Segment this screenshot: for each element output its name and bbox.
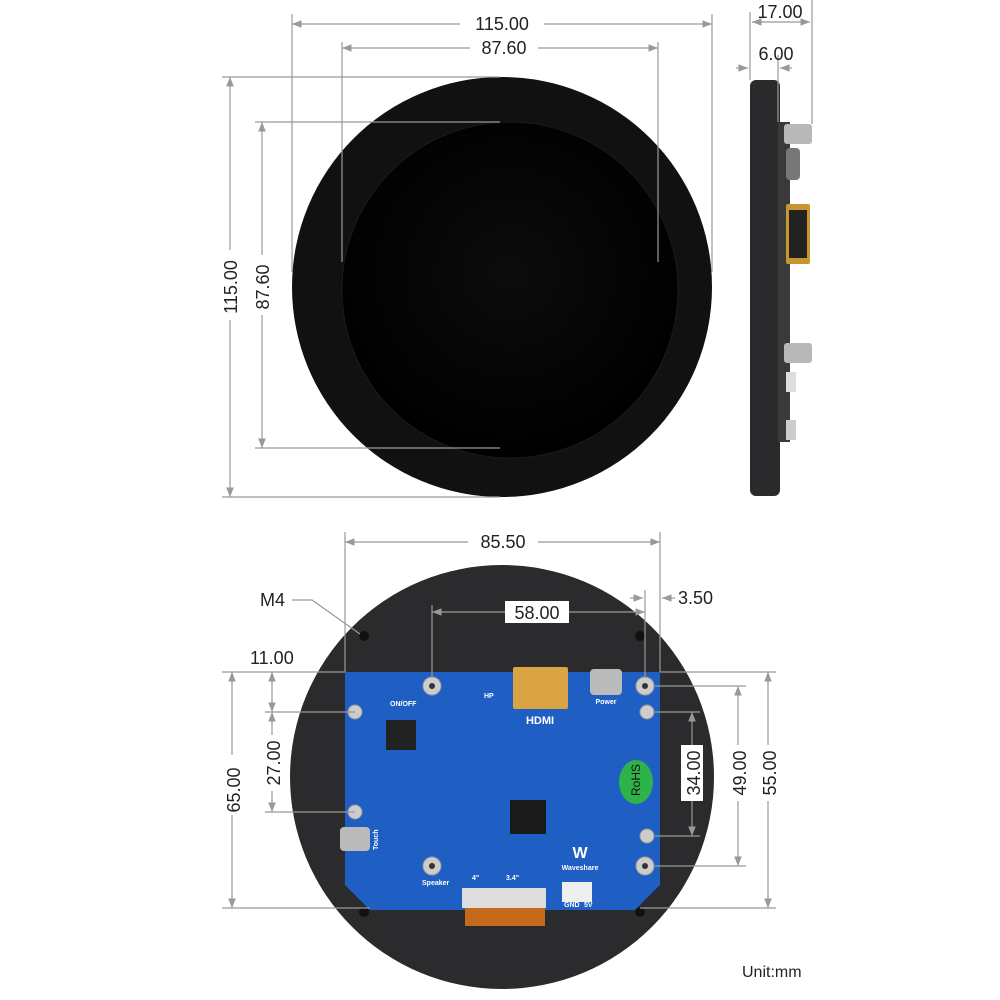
front-height-outer: 115.00 (221, 260, 241, 314)
board-height-dim: 65.00 (224, 767, 244, 812)
rohs-label: RoHS (629, 764, 643, 796)
front-width-active: 87.60 (481, 38, 526, 58)
hp-label: HP (484, 693, 494, 700)
size-4-label: 4" (472, 875, 479, 882)
hdmi-label: HDMI (526, 715, 554, 727)
m4-label: M4 (260, 590, 285, 610)
front-width-outer: 115.00 (475, 14, 529, 34)
5v-label: 5V (584, 902, 593, 909)
side-standoff (784, 343, 812, 363)
hole-spacing-right-inner-dim: 34.00 (684, 750, 704, 795)
side-usb-c (786, 148, 800, 180)
offset-top-dim: 11.00 (250, 648, 294, 668)
brand-label: Waveshare (562, 865, 599, 872)
onoff-label: ON/OFF (390, 701, 417, 708)
back-view: RoHS ON/OFF HP HDMI Power Touch Speaker … (221, 530, 780, 989)
touch-usb-c (340, 827, 370, 851)
side-view: 17.00 6.00 (736, 0, 813, 496)
side-standoff (784, 124, 812, 144)
pcb-board (345, 672, 660, 910)
hole-offset-dim: 3.50 (678, 588, 713, 608)
hole-spacing-right-mid-dim: 49.00 (730, 750, 750, 795)
hole-spacing-left-dim: 27.00 (264, 740, 284, 785)
front-view: 115.00 87.60 115.00 87.60 (219, 12, 713, 498)
hdmi-port (513, 667, 568, 709)
waveshare-logo: W (572, 845, 588, 862)
rohs-badge (619, 760, 653, 804)
power-label: Power (595, 699, 616, 706)
board-width-dim: 85.50 (480, 532, 525, 552)
fpc-cable (465, 908, 545, 926)
size-34-label: 3.4" (506, 875, 519, 882)
power-usb-c (590, 669, 622, 695)
hole-spacing-right-outer-dim: 55.00 (760, 750, 780, 795)
speaker-label: Speaker (422, 880, 450, 887)
touch-label: Touch (373, 830, 380, 850)
main-chip (510, 800, 546, 834)
gnd-label: GND (564, 902, 580, 909)
side-depth-bezel: 6.00 (758, 44, 793, 64)
side-depth-total: 17.00 (757, 2, 802, 22)
side-bezel (750, 80, 780, 496)
power-connector (562, 882, 592, 902)
hole-spacing-x-dim: 58.00 (514, 603, 559, 623)
front-height-active: 87.60 (253, 264, 273, 309)
display-screen (341, 121, 679, 459)
unit-label: Unit:mm (742, 964, 802, 981)
